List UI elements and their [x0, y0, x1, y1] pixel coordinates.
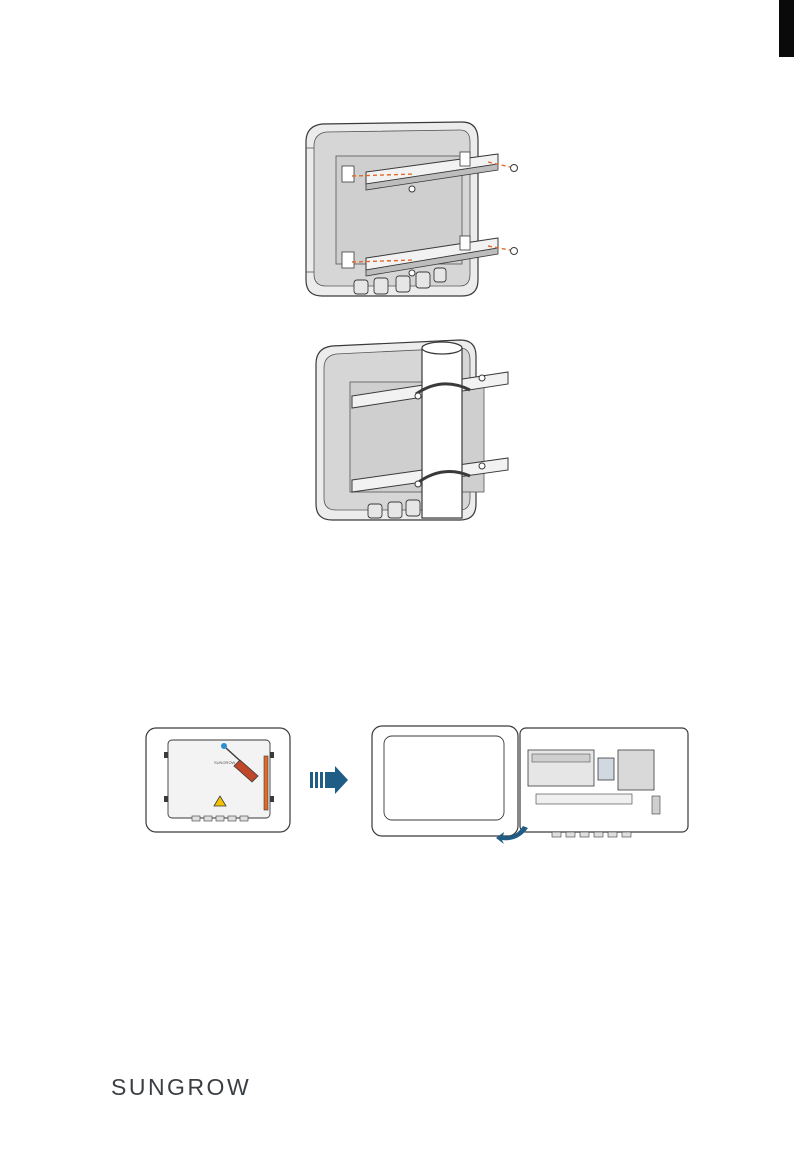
- side-tab-marker: [779, 0, 794, 57]
- right-arrow-icon: [310, 766, 348, 794]
- device-brand-label: SUNGROW: [214, 760, 236, 765]
- figure-pole-mounted: [310, 334, 525, 526]
- brand-logo: SUNGROW: [111, 1074, 251, 1101]
- figure-open-cover: SUNGROW: [140, 720, 692, 850]
- figure-bracket-attach: [292, 112, 532, 307]
